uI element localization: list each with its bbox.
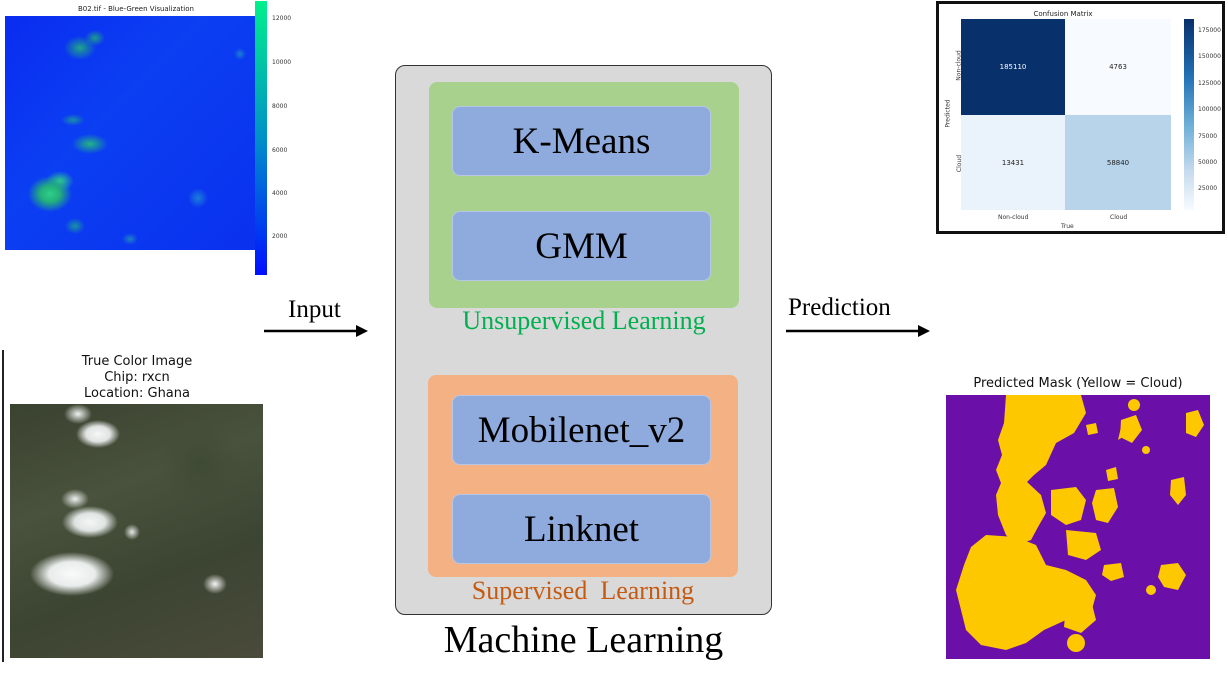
predicted-mask-image — [946, 395, 1210, 659]
unsupervised-learning-label: Unsupervised Learning — [462, 306, 706, 335]
cm-cell-tp: 58840 — [1065, 115, 1171, 210]
gmm-box: GMM — [452, 211, 711, 281]
b02-visualization-panel: B02.tif - Blue-Green Visualization 12000… — [0, 0, 300, 280]
input-label: Input — [288, 296, 341, 323]
cm-col-label: Cloud — [1110, 214, 1128, 221]
predicted-mask-title: Predicted Mask (Yellow = Cloud) — [973, 376, 1183, 391]
machine-learning-title: Machine Learning — [443, 619, 724, 661]
cm-colorbar-tick: 100000 — [1198, 106, 1221, 113]
input-arrow-icon — [264, 325, 368, 337]
kmeans-box: K-Means — [452, 106, 711, 176]
predicted-mask-clouds — [956, 395, 1204, 652]
cm-colorbar-tick: 75000 — [1198, 133, 1218, 140]
cm-cell-tn: 185110 — [961, 19, 1065, 115]
b02-colorbar-tick: 4000 — [272, 190, 288, 197]
b02-heatmap-image — [5, 16, 267, 250]
prediction-label: Prediction — [788, 294, 891, 321]
cm-cell-fn: 13431 — [961, 115, 1065, 210]
true-color-chip-line: Chip: rxcn — [104, 370, 170, 385]
true-color-title: True Color Image Chip: rxcn Location: Gh… — [0, 354, 274, 402]
b02-colorbar-tick: 8000 — [272, 103, 288, 110]
b02-title: B02.tif - Blue-Green Visualization — [78, 5, 194, 13]
cm-y-axis-label: Predicted — [944, 99, 952, 128]
b02-colorbar-tick: 6000 — [272, 147, 288, 154]
b02-colorbar-tick: 2000 — [272, 233, 288, 240]
cm-colorbar-tick: 175000 — [1198, 27, 1221, 34]
supervised-learning-label: Supervised Learning — [471, 576, 695, 605]
b02-colorbar-tick: 12000 — [272, 15, 292, 22]
cm-colorbar-tick: 150000 — [1198, 53, 1221, 60]
cm-colorbar-tick: 25000 — [1198, 185, 1218, 192]
left-divider — [2, 350, 4, 662]
cm-row-label: Cloud — [956, 154, 964, 173]
cm-col-label: Non-cloud — [998, 214, 1029, 221]
confusion-matrix-title: Confusion Matrix — [1033, 10, 1093, 18]
true-color-location-line: Location: Ghana — [84, 386, 190, 401]
cm-row-label: Non-cloud — [955, 50, 963, 81]
b02-colorbar-tick: 10000 — [272, 59, 292, 66]
cm-colorbar-tick: 125000 — [1198, 80, 1221, 87]
true-color-title-line: True Color Image — [81, 354, 193, 369]
cm-colorbar-tick: 50000 — [1198, 159, 1218, 166]
mobilenet-v2-box: Mobilenet_v2 — [452, 395, 711, 465]
cm-x-axis-label: True — [1061, 223, 1074, 230]
b02-colorbar — [255, 1, 267, 275]
prediction-arrow-icon — [786, 325, 930, 337]
cm-colorbar — [1184, 19, 1194, 210]
linknet-box: Linknet — [452, 494, 711, 564]
cm-cell-fp: 4763 — [1065, 19, 1171, 115]
true-color-satellite-image — [10, 404, 263, 658]
